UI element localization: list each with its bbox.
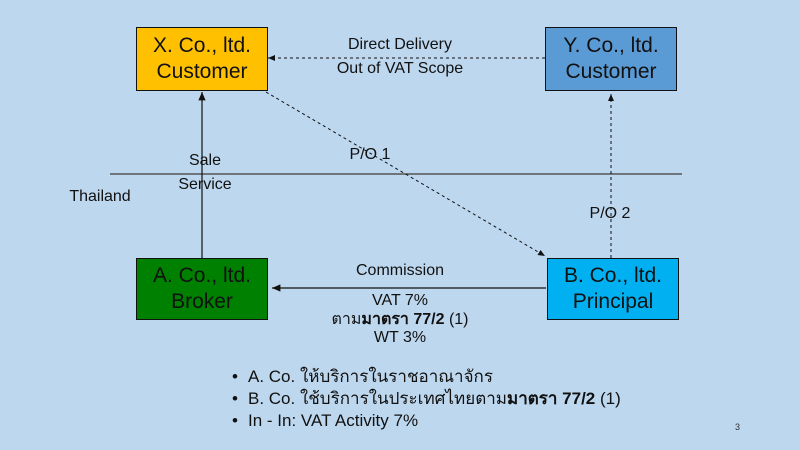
y-box-role: Customer xyxy=(565,60,657,83)
po1-label: P/O 1 xyxy=(349,146,391,163)
a-box-name: A. Co., ltd. xyxy=(152,264,252,287)
y-customer-box: Y. Co., ltd. Customer xyxy=(545,27,677,91)
section-bold: มาตรา 77/2 xyxy=(361,311,445,328)
b-box-name: B. Co., ltd. xyxy=(563,264,663,287)
section-label: ตามมาตรา 77/2 (1) xyxy=(310,311,490,329)
a-broker-box: A. Co., ltd. Broker xyxy=(136,258,268,320)
thailand-label: Thailand xyxy=(69,188,131,205)
po2-label: P/O 2 xyxy=(589,205,631,222)
a-box-role: Broker xyxy=(171,290,233,313)
y-box-name: Y. Co., ltd. xyxy=(563,34,659,57)
service-label: Service xyxy=(178,176,232,193)
section-prefix: ตาม xyxy=(331,311,362,328)
bullet-dot: • xyxy=(232,411,238,430)
x-box-role: Customer xyxy=(156,60,248,83)
b-box-role: Principal xyxy=(572,290,654,313)
bullet-item: •In - In: VAT Activity 7% xyxy=(232,411,419,430)
vat-label: VAT 7% xyxy=(371,292,429,309)
wt-label: WT 3% xyxy=(373,329,427,346)
out-of-scope-label: Out of VAT Scope xyxy=(336,60,464,77)
x-box-name: X. Co., ltd. xyxy=(152,34,252,57)
x-customer-box: X. Co., ltd. Customer xyxy=(136,27,268,91)
sale-label: Sale xyxy=(188,152,222,169)
section-suffix: (1) xyxy=(444,311,469,328)
bullet-dot: • xyxy=(232,367,238,386)
bullet-item: •B. Co. ใช้บริการในประเทศไทยตามมาตรา 77/… xyxy=(232,389,621,408)
bullet-item: •A. Co. ให้บริการในราชอาณาจักร xyxy=(232,367,493,386)
page-number: 3 xyxy=(735,422,741,432)
b-principal-box: B. Co., ltd. Principal xyxy=(547,258,679,320)
bullet-dot: • xyxy=(232,389,238,408)
direct-delivery-label: Direct Delivery xyxy=(347,36,452,53)
bullet-list: •A. Co. ให้บริการในราชอาณาจักร •B. Co. ใ… xyxy=(232,366,621,432)
commission-label: Commission xyxy=(355,262,444,279)
